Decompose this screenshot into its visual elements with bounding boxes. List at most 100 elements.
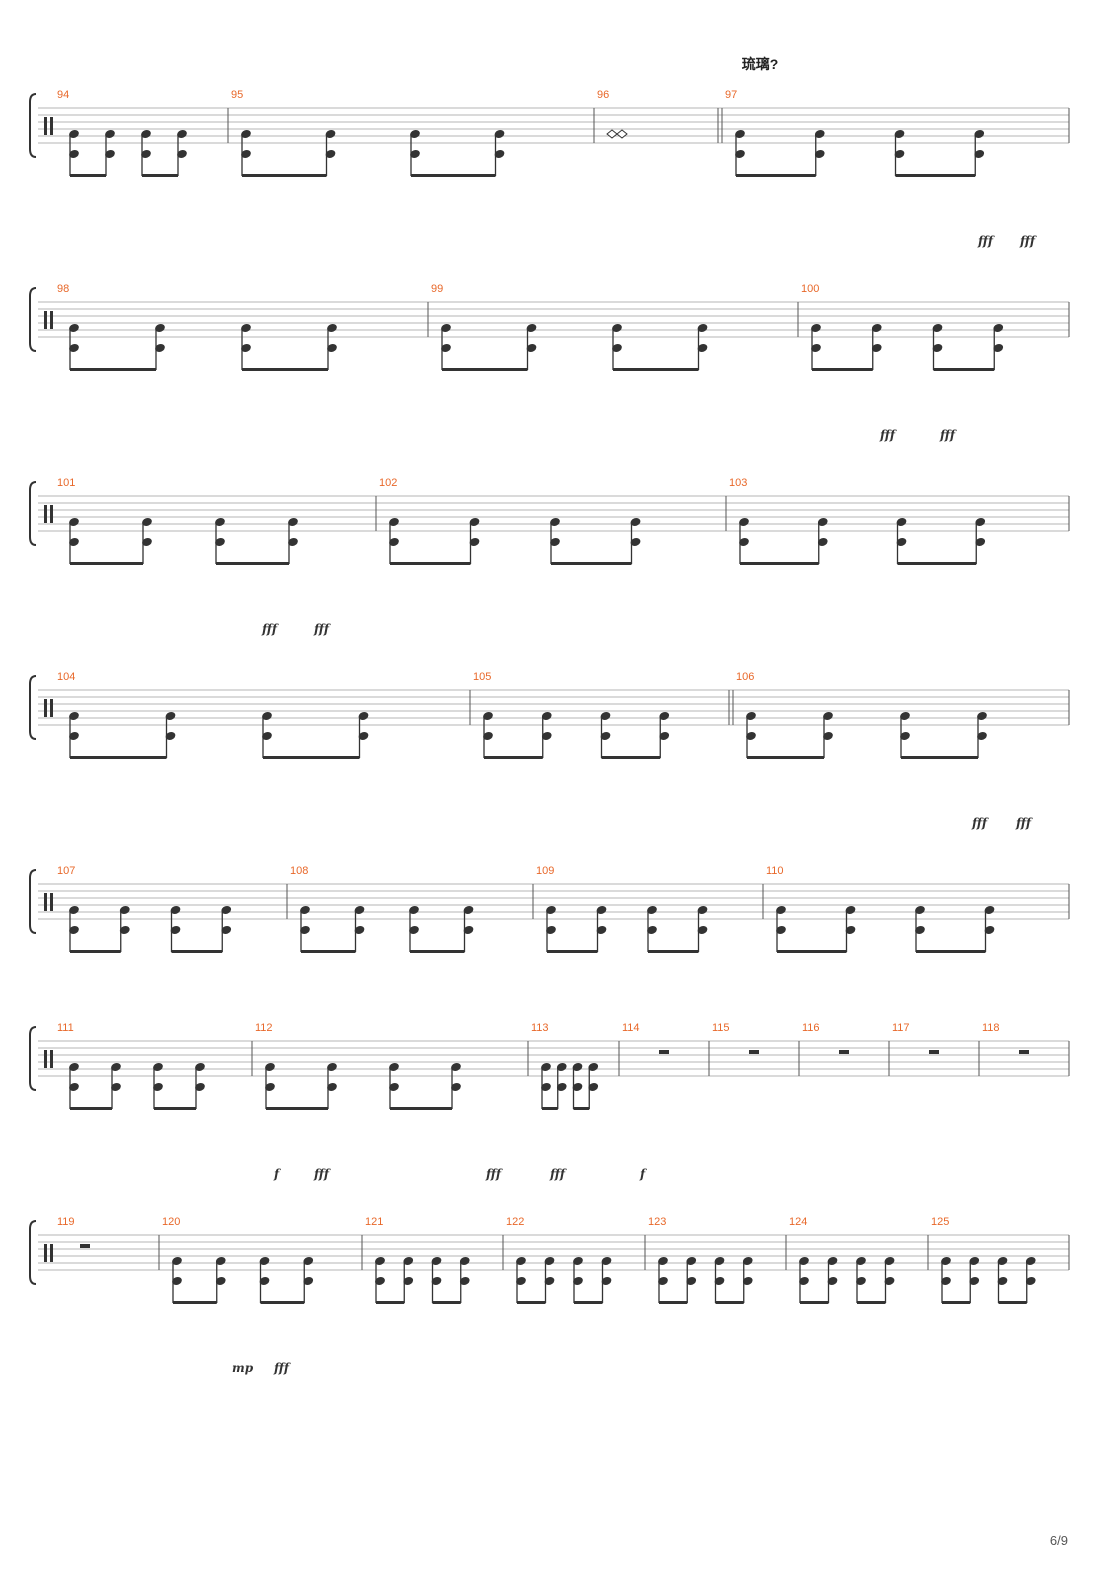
note-head <box>410 150 420 158</box>
note-head <box>544 1257 555 1265</box>
note-head <box>799 1257 809 1265</box>
note-head <box>606 129 618 139</box>
note-head <box>241 324 251 332</box>
note-head <box>739 518 749 526</box>
note-beam <box>736 174 816 177</box>
percussion-clef-icon <box>44 1244 47 1262</box>
note-head <box>69 712 79 720</box>
note-beam <box>171 950 223 953</box>
note-head <box>894 130 905 138</box>
note-head <box>541 1063 551 1071</box>
dynamic-marking: f <box>273 1167 281 1181</box>
note-beam <box>601 756 661 759</box>
note-head <box>915 906 925 914</box>
note-beam <box>432 1301 461 1304</box>
note-head <box>799 1277 809 1285</box>
measure-number: 121 <box>365 1216 383 1228</box>
measure-number: 104 <box>57 671 75 683</box>
note-head <box>977 732 987 740</box>
note-beam <box>740 562 819 565</box>
note-head <box>375 1257 385 1265</box>
measure-number: 125 <box>931 1216 949 1228</box>
note-head <box>69 1083 79 1091</box>
note-head <box>165 712 176 720</box>
measure-number: 103 <box>729 477 747 489</box>
percussion-clef-icon <box>44 311 47 329</box>
note-head <box>300 906 310 914</box>
note-beam <box>173 1301 217 1304</box>
note-beam <box>857 1301 886 1304</box>
dynamic-marking: f <box>639 1167 647 1181</box>
note-head <box>544 1277 555 1285</box>
note-head <box>170 926 181 934</box>
note-head <box>601 1277 612 1285</box>
note-head <box>612 324 622 332</box>
note-head <box>941 1257 951 1265</box>
note-head <box>975 538 986 546</box>
note-head <box>516 1277 526 1285</box>
measure-number: 120 <box>162 1216 180 1228</box>
note-head <box>262 732 272 740</box>
note-beam <box>933 368 995 371</box>
measure-number: 101 <box>57 477 75 489</box>
note-head <box>541 1083 551 1091</box>
dynamic-marking: fff <box>261 622 279 636</box>
note-beam <box>390 1107 452 1110</box>
note-head <box>658 1277 668 1285</box>
whole-rest-icon <box>749 1050 759 1054</box>
note-head <box>856 1277 866 1285</box>
note-head <box>884 1257 895 1265</box>
note-beam <box>574 1301 603 1304</box>
note-head <box>389 1063 399 1071</box>
measure-number: 117 <box>892 1022 910 1034</box>
note-head <box>735 150 745 158</box>
note-head <box>630 538 641 546</box>
note-head <box>221 926 232 934</box>
note-head <box>600 712 611 720</box>
measure-number: 98 <box>57 283 69 295</box>
note-head <box>856 1257 866 1265</box>
note-head <box>119 906 130 914</box>
percussion-clef-icon <box>50 311 53 329</box>
measure-number: 102 <box>379 477 397 489</box>
note-head <box>494 150 505 158</box>
note-head <box>153 1063 163 1071</box>
whole-rest-icon <box>80 1244 90 1248</box>
percussion-clef-icon <box>50 117 53 135</box>
note-head <box>811 344 821 352</box>
note-beam <box>484 756 543 759</box>
note-head <box>526 324 537 332</box>
note-head <box>697 906 708 914</box>
note-head <box>327 324 337 332</box>
note-head <box>1025 1257 1036 1265</box>
note-beam <box>547 950 598 953</box>
measure-number: 122 <box>506 1216 524 1228</box>
dynamic-marking: fff <box>971 816 989 830</box>
note-head <box>170 906 181 914</box>
note-head <box>714 1257 725 1265</box>
note-head <box>697 926 708 934</box>
note-head <box>596 906 607 914</box>
note-head <box>410 130 420 138</box>
note-head <box>686 1257 697 1265</box>
dynamic-marking: fff <box>1015 816 1033 830</box>
whole-rest-icon <box>1019 1050 1029 1054</box>
measure-number: 96 <box>597 89 609 101</box>
note-head <box>358 712 369 720</box>
note-head <box>541 712 552 720</box>
measure-number: 111 <box>57 1022 74 1034</box>
note-head <box>483 712 493 720</box>
note-head <box>742 1277 753 1285</box>
system-bracket <box>29 93 37 158</box>
note-head <box>327 1063 337 1071</box>
measure-number: 105 <box>473 671 491 683</box>
note-beam <box>260 1301 305 1304</box>
dynamic-marking: fff <box>939 428 957 442</box>
note-head <box>776 906 786 914</box>
percussion-clef-icon <box>44 699 47 717</box>
note-beam <box>659 1301 688 1304</box>
measure-number: 124 <box>789 1216 807 1228</box>
measure-number: 123 <box>648 1216 666 1228</box>
note-head <box>814 130 825 138</box>
